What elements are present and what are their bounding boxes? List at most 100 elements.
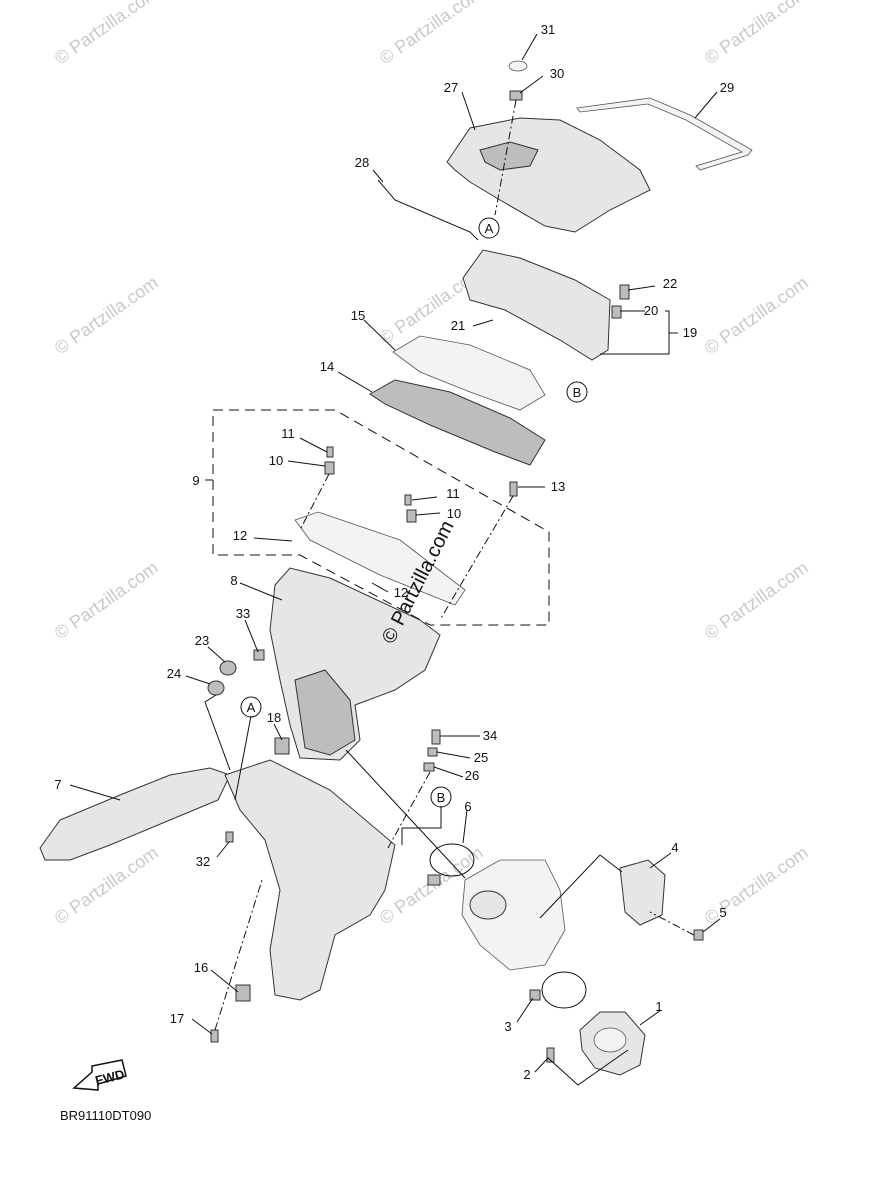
part-throttle-body <box>461 859 566 971</box>
watermark: © Partzilla.com <box>701 557 812 643</box>
part-20-bolt <box>611 305 622 319</box>
label-10-right: 10 <box>447 506 461 521</box>
part-lower-air-duct <box>224 759 396 1001</box>
label-6: 6 <box>464 799 471 814</box>
part-4-sensor <box>619 859 666 926</box>
fwd-arrow: FWD <box>72 1059 127 1091</box>
label-30: 30 <box>550 66 564 81</box>
label-11-right: 11 <box>446 486 460 501</box>
label-24: 24 <box>167 666 181 681</box>
watermark: © Partzilla.com <box>51 272 162 358</box>
part-26-grommet <box>423 762 435 772</box>
part-29-trim-strip <box>576 97 753 171</box>
label-16: 16 <box>194 960 208 975</box>
part-18-clip <box>274 737 290 755</box>
part-14-air-filter <box>369 379 546 466</box>
part-23-grommet <box>219 660 237 676</box>
part-17-bolt <box>210 1029 219 1043</box>
label-11-left: 11 <box>281 426 295 441</box>
throttle-body-bore <box>469 890 507 920</box>
label-8: 8 <box>230 573 237 588</box>
part-3-clamp-screw <box>529 989 541 1001</box>
watermark: © Partzilla.com <box>701 0 812 68</box>
part-31-grommet <box>508 60 528 72</box>
part-11-screw-left <box>326 446 334 458</box>
label-29: 29 <box>720 80 734 95</box>
part-10-bolt-right <box>406 509 417 523</box>
label-1: 1 <box>655 999 662 1014</box>
leader-10-bolt-left <box>299 473 330 531</box>
label-10-left: 10 <box>269 453 283 468</box>
label-21: 21 <box>451 318 465 333</box>
leader-13-screw <box>439 495 514 621</box>
label-19: 19 <box>683 325 697 340</box>
part-11-screw-right <box>404 494 412 506</box>
part-16-bracket <box>235 984 251 1002</box>
label-20: 20 <box>644 303 658 318</box>
watermark: © Partzilla.com <box>701 842 812 928</box>
label-23: 23 <box>195 633 209 648</box>
callout-b-top: B <box>566 381 588 403</box>
svg-text:A: A <box>485 221 494 236</box>
label-32: 32 <box>196 854 210 869</box>
label-28: 28 <box>355 155 369 170</box>
label-26: 26 <box>465 768 479 783</box>
watermark: © Partzilla.com <box>51 0 162 68</box>
label-14: 14 <box>320 359 334 374</box>
part-15-element-frame <box>392 335 546 411</box>
leader-34-bolt <box>387 771 431 849</box>
part-number-labels: 31 30 27 29 28 22 20 19 21 15 14 11 10 9… <box>54 22 734 1082</box>
label-34: 34 <box>483 728 497 743</box>
fwd-arrow-icon <box>72 1059 127 1091</box>
part-6-clamp-screw <box>427 874 441 886</box>
label-2: 2 <box>523 1067 530 1082</box>
watermark: © Partzilla.com <box>376 0 487 68</box>
callout-b-bottom: B <box>430 786 452 808</box>
part-24-grommet <box>207 680 225 696</box>
label-9: 9 <box>192 473 199 488</box>
label-4: 4 <box>671 840 678 855</box>
part-5-screw <box>693 929 704 941</box>
part-33-bolt <box>253 649 265 661</box>
part-6-clamp <box>429 843 475 877</box>
callout-a-top: A <box>478 217 500 239</box>
leader-lines <box>69 33 721 1086</box>
label-17: 17 <box>170 1011 184 1026</box>
fwd-label: FWD <box>94 1066 126 1088</box>
part-3-clamp <box>541 971 587 1009</box>
part-25-collar <box>427 747 438 757</box>
label-3: 3 <box>504 1019 511 1034</box>
label-27: 27 <box>444 80 458 95</box>
label-7: 7 <box>54 777 61 792</box>
label-5: 5 <box>719 905 726 920</box>
part-7-intake-duct <box>39 767 231 861</box>
svg-text:B: B <box>573 385 582 400</box>
part-32-screw <box>225 831 234 843</box>
label-13: 13 <box>551 479 565 494</box>
label-25: 25 <box>474 750 488 765</box>
part-27-top-cover <box>446 117 651 233</box>
label-15: 15 <box>351 308 365 323</box>
label-31: 31 <box>541 22 555 37</box>
svg-text:A: A <box>247 700 256 715</box>
part-2-bolt <box>546 1047 555 1063</box>
watermark: © Partzilla.com <box>701 272 812 358</box>
part-19-inner-cover <box>462 249 611 361</box>
label-18: 18 <box>267 710 281 725</box>
label-12-left: 12 <box>233 528 247 543</box>
callout-a-bottom: A <box>240 696 262 718</box>
part-22-bolt <box>619 284 630 300</box>
part-10-bolt-left <box>324 461 335 475</box>
label-12-right: 12 <box>394 585 408 600</box>
part-34-bolt <box>431 729 441 745</box>
label-33: 33 <box>236 606 250 621</box>
leader-30-to-27 <box>494 99 517 216</box>
part-8-duct <box>294 669 356 756</box>
label-22: 22 <box>663 276 677 291</box>
part-13-screw <box>509 481 518 497</box>
assembly-9-outline <box>212 409 550 626</box>
leader-17-bolt <box>214 879 263 1031</box>
svg-text:B: B <box>437 790 446 805</box>
part-28-hose <box>377 179 479 241</box>
